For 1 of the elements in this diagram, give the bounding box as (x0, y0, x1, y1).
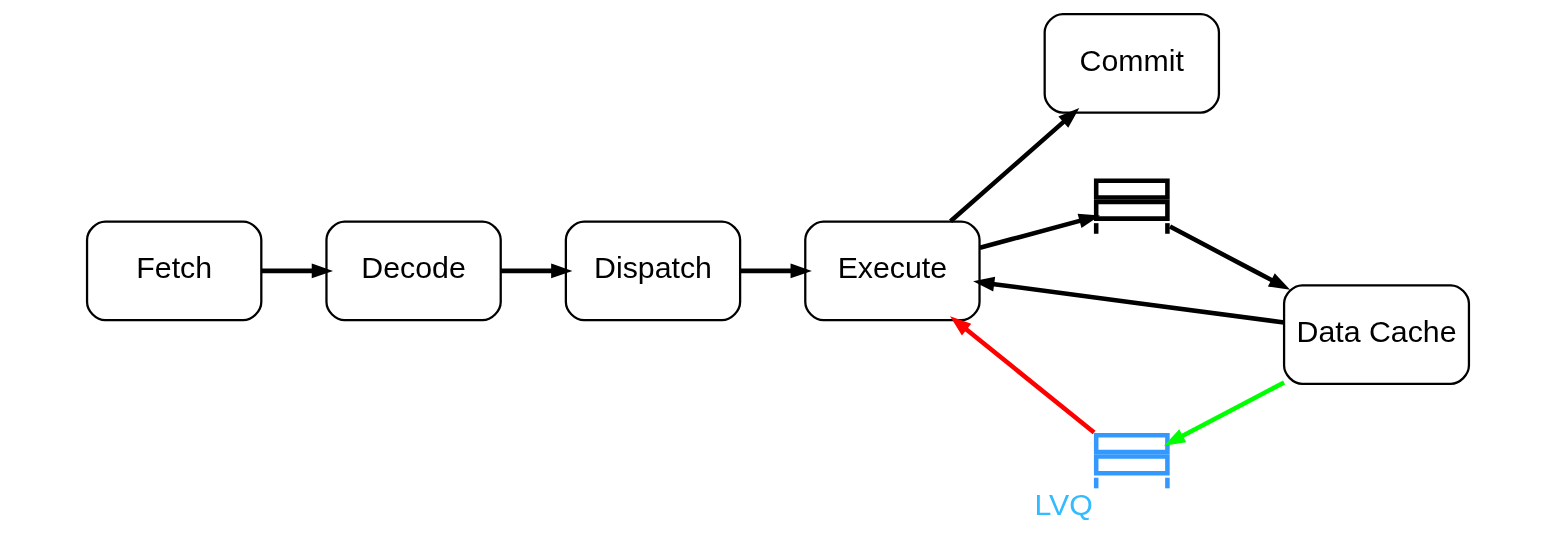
node-label: LVQ (1033, 487, 1093, 521)
